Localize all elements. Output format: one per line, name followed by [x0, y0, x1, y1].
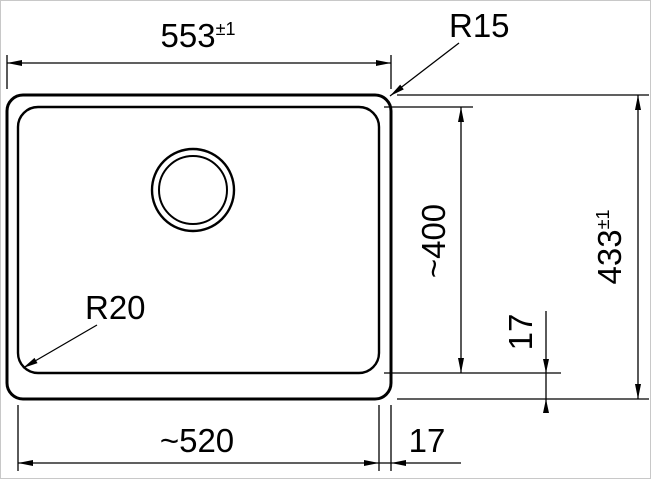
dim-rim-bottom: 17: [502, 311, 549, 413]
dim-value: 433: [591, 229, 628, 284]
drain-inner-circle: [158, 155, 228, 225]
dim-value: 553: [161, 17, 216, 54]
dim-overall-height-label: 433±1: [591, 210, 628, 285]
arrowhead: [7, 60, 22, 66]
radius-outer-label: R15: [449, 7, 510, 44]
arrowhead: [364, 460, 379, 466]
arrowhead: [391, 460, 406, 466]
dim-rim-right: 17: [379, 405, 461, 471]
dim-bowl-width: ~520: [17, 405, 380, 471]
arrowhead: [543, 359, 549, 373]
arrowhead: [458, 107, 464, 122]
dim-tolerance: ±1: [216, 19, 236, 39]
drain-outer-circle: [150, 147, 236, 233]
sink-body: [5, 93, 393, 401]
arrowhead: [543, 399, 549, 413]
dim-overall-height: 433±1: [397, 94, 649, 400]
arrowhead: [23, 357, 38, 368]
arrowhead: [635, 384, 641, 399]
dim-rim-right-label: 17: [409, 422, 446, 459]
dim-rim-bottom-label: 17: [502, 314, 539, 351]
arrowhead: [635, 95, 641, 110]
dim-overall-width-label: 553±1: [161, 17, 236, 54]
label-corner-radius-outer: R15: [389, 7, 510, 97]
arrowhead: [18, 460, 33, 466]
sink-outer-rim-outline: [5, 93, 393, 401]
arrowhead: [458, 358, 464, 373]
dim-bowl-depth-label: ~400: [415, 204, 452, 278]
arrowhead: [390, 84, 404, 96]
sink-bowl-outline: [16, 105, 381, 375]
dim-overall-width: 553±1: [6, 17, 392, 89]
dim-bowl-depth: ~400: [384, 106, 561, 374]
dim-bowl-width-label: ~520: [160, 422, 234, 459]
label-corner-radius-inner: R20: [22, 289, 146, 369]
dim-tolerance: ±1: [593, 210, 613, 230]
arrowhead: [376, 60, 391, 66]
radius-inner-label: R20: [85, 289, 146, 326]
